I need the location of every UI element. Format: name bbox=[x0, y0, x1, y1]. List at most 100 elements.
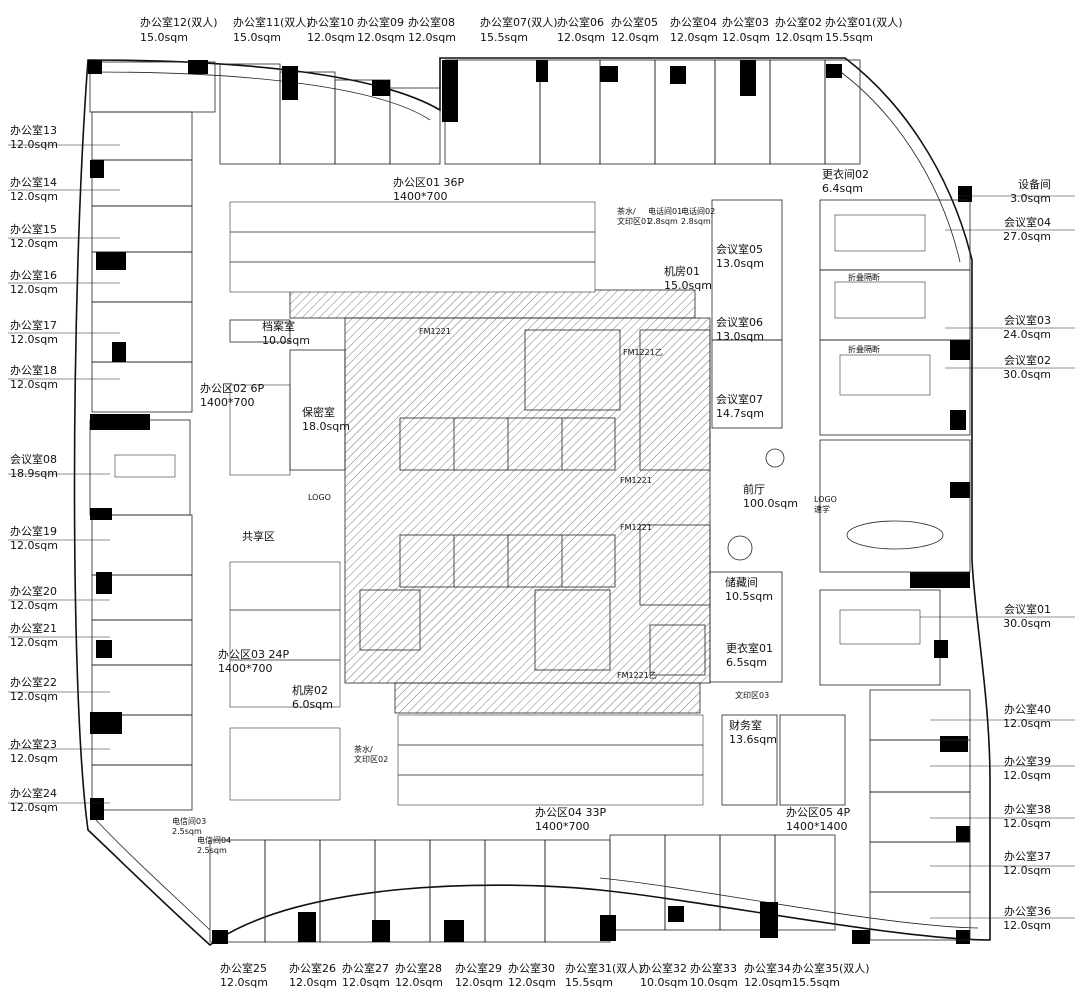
bottom-offices bbox=[209, 834, 870, 944]
inner-label-zone05: 1400*1400 bbox=[786, 820, 848, 833]
room-label-name: 会议室03 bbox=[1004, 313, 1051, 327]
inner-label-storage: 储藏间 bbox=[725, 575, 758, 589]
room-label-name: 办公室21 bbox=[10, 621, 57, 635]
inner-label-finance: 13.6sqm bbox=[729, 733, 777, 746]
room-label-name: 办公室24 bbox=[10, 786, 57, 800]
room-label-name: 办公室01(双人) bbox=[825, 15, 903, 29]
inner-label-server01: 机房01 bbox=[664, 264, 700, 278]
room-label-name: 办公室16 bbox=[10, 268, 57, 282]
room-label-name: 办公室28 bbox=[395, 961, 442, 975]
room-label-area: 12.0sqm bbox=[722, 31, 770, 44]
inner-label-storage: 10.5sqm bbox=[725, 590, 773, 603]
inner-label-fold1: 折叠隔断 bbox=[848, 272, 880, 282]
room-label-area: 12.0sqm bbox=[611, 31, 659, 44]
room-label-area: 10.0sqm bbox=[640, 976, 688, 989]
room-label-area: 15.5sqm bbox=[792, 976, 840, 989]
inner-label-locker02: 6.4sqm bbox=[822, 182, 863, 195]
inner-label-zone02: 办公区02 6P bbox=[200, 382, 264, 395]
room-label-area: 3.0sqm bbox=[1010, 192, 1051, 205]
room-label-name: 办公室34 bbox=[744, 961, 791, 975]
inner-label-tea01: 茶水/ bbox=[617, 206, 636, 216]
inner-label-secret: 18.0sqm bbox=[302, 420, 350, 433]
room-label-name: 办公室31(双人) bbox=[565, 961, 643, 975]
room-label-name: 会议室04 bbox=[1004, 215, 1051, 229]
room-label-name: 办公室36 bbox=[1004, 904, 1051, 918]
room-label-area: 15.5sqm bbox=[825, 31, 873, 44]
inner-label-zone05: 办公区05 4P bbox=[786, 806, 850, 819]
room-label-area: 12.0sqm bbox=[508, 976, 556, 989]
room-label-area: 15.0sqm bbox=[140, 31, 188, 44]
room-label-area: 12.0sqm bbox=[557, 31, 605, 44]
room-label-name: 办公室10 bbox=[307, 15, 354, 29]
room-label-area: 15.0sqm bbox=[233, 31, 281, 44]
labels-right: 设备间3.0sqm会议室0427.0sqm会议室0324.0sqm会议室0230… bbox=[1003, 177, 1051, 932]
inner-label-fm3: FM1221 bbox=[620, 476, 652, 485]
inner-label-tea02: 茶水/ bbox=[354, 744, 373, 754]
inner-label-locker01: 6.5sqm bbox=[726, 656, 767, 669]
inner-label-lobby: 前厅 bbox=[743, 482, 765, 496]
inner-label-server02: 机房02 bbox=[292, 683, 328, 697]
room-label-area: 12.0sqm bbox=[1003, 717, 1051, 730]
inner-label-mtg06: 13.0sqm bbox=[716, 330, 764, 343]
room-label-area: 12.0sqm bbox=[10, 599, 58, 612]
room-label-name: 办公室39 bbox=[1004, 754, 1051, 768]
room-label-name: 办公室37 bbox=[1004, 849, 1051, 863]
room-label-name: 办公室15 bbox=[10, 222, 57, 236]
inner-label-finance: 财务室 bbox=[729, 718, 762, 732]
outer-walls bbox=[73, 57, 991, 947]
room-label-name: 办公室33 bbox=[690, 961, 737, 975]
inner-label-lobby: 100.0sqm bbox=[743, 497, 798, 510]
room-label-area: 12.0sqm bbox=[10, 138, 58, 151]
inner-label-zone03: 办公区03 24P bbox=[218, 648, 289, 661]
inner-label-fm1: FM1221 bbox=[419, 327, 451, 336]
room-label-area: 12.0sqm bbox=[10, 237, 58, 250]
room-label-area: 30.0sqm bbox=[1003, 617, 1051, 630]
labels-inner: 办公区01 36P1400*700茶水/文印区01电话间012.8sqm电话间0… bbox=[172, 167, 880, 855]
room-label-name: 办公室08 bbox=[408, 15, 455, 29]
room-label-name: 办公室19 bbox=[10, 524, 57, 538]
room-label-area: 12.0sqm bbox=[1003, 919, 1051, 932]
inner-label-server02: 6.0sqm bbox=[292, 698, 333, 711]
room-label-area: 12.0sqm bbox=[10, 378, 58, 391]
room-label-area: 15.5sqm bbox=[480, 31, 528, 44]
inner-label-mtg05: 13.0sqm bbox=[716, 257, 764, 270]
room-label-name: 办公室27 bbox=[342, 961, 389, 975]
inner-label-mtg07: 会议室07 bbox=[716, 392, 763, 406]
inner-label-logo1: LOGO bbox=[308, 493, 331, 502]
inner-label-elec04: 2.5sqm bbox=[197, 846, 227, 855]
room-label-name: 办公室05 bbox=[611, 15, 658, 29]
inner-label-fm4: FM1221 bbox=[620, 523, 652, 532]
inner-label-elec-a: 电话间01 bbox=[648, 206, 682, 216]
room-label-area: 12.0sqm bbox=[10, 333, 58, 346]
room-label-name: 办公室35(双人) bbox=[792, 961, 870, 975]
room-label-name: 办公室40 bbox=[1004, 702, 1051, 716]
room-label-name: 办公室22 bbox=[10, 675, 57, 689]
room-label-name: 办公室23 bbox=[10, 737, 57, 751]
room-label-area: 12.0sqm bbox=[357, 31, 405, 44]
room-label-name: 办公室32 bbox=[640, 961, 687, 975]
inner-label-tea01: 文印区01 bbox=[617, 216, 651, 226]
inner-label-elec03: 电信间03 bbox=[172, 816, 206, 826]
room-label-name: 办公室03 bbox=[722, 15, 769, 29]
room-label-area: 12.0sqm bbox=[1003, 817, 1051, 830]
labels-left: 办公室1312.0sqm办公室1412.0sqm办公室1512.0sqm办公室1… bbox=[10, 123, 58, 814]
room-label-area: 12.0sqm bbox=[10, 636, 58, 649]
inner-label-zone01: 1400*700 bbox=[393, 190, 448, 203]
room-label-name: 办公室12(双人) bbox=[140, 15, 218, 29]
left-offices bbox=[89, 111, 193, 820]
inner-label-share: 共享区 bbox=[242, 529, 275, 543]
inner-label-elec-a: 2.8sqm bbox=[648, 217, 678, 226]
room-label-name: 会议室01 bbox=[1004, 602, 1051, 616]
room-label-area: 12.0sqm bbox=[289, 976, 337, 989]
inner-label-archive: 10.0sqm bbox=[262, 334, 310, 347]
room-label-area: 12.0sqm bbox=[10, 539, 58, 552]
room-label-area: 12.0sqm bbox=[408, 31, 456, 44]
room-label-name: 办公室11(双人) bbox=[233, 15, 311, 29]
room-label-name: 办公室29 bbox=[455, 961, 502, 975]
room-label-area: 12.0sqm bbox=[307, 31, 355, 44]
inner-label-elec03: 2.5sqm bbox=[172, 827, 202, 836]
room-label-area: 12.0sqm bbox=[220, 976, 268, 989]
room-label-name: 办公室06 bbox=[557, 15, 604, 29]
inner-label-tea02: 文印区02 bbox=[354, 754, 388, 764]
inner-label-elec04: 电信间04 bbox=[197, 835, 231, 845]
